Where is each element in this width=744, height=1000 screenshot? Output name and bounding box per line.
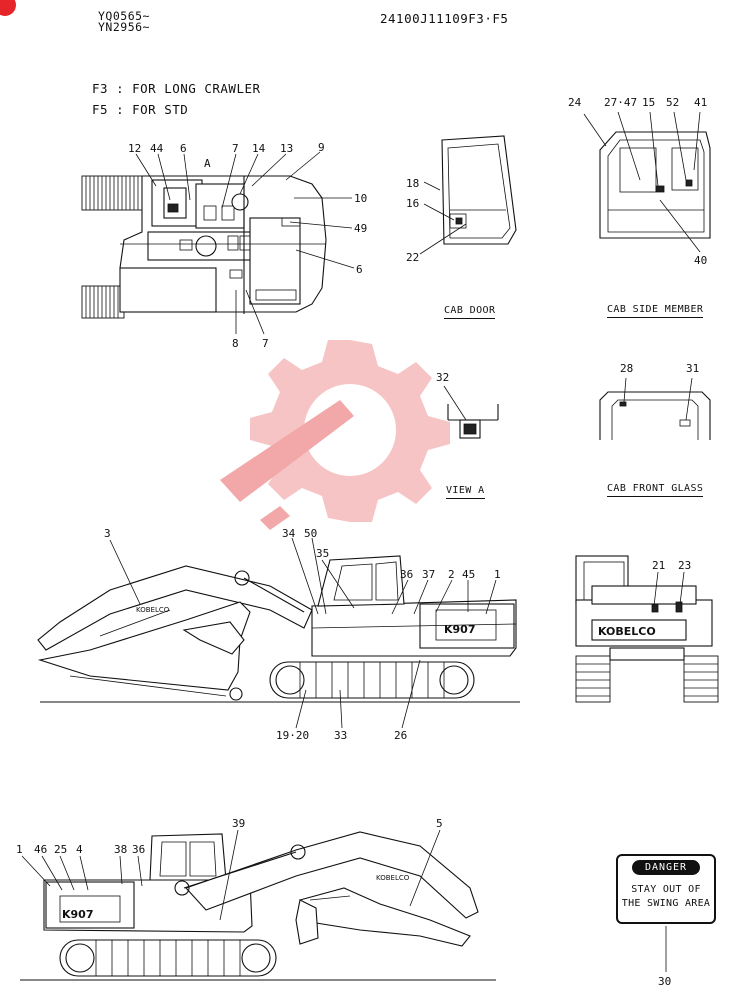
callout-rs-2: 2: [448, 568, 455, 581]
danger-header: DANGER: [632, 860, 700, 875]
danger-line-2: THE SWING AREA: [621, 898, 711, 909]
callout-rs-33: 33: [334, 729, 348, 742]
callout-top-49: 49: [354, 222, 368, 235]
callout-top-12: 12: [128, 142, 142, 155]
callout-rs-34: 34: [282, 527, 296, 540]
callout-top-9: 9: [318, 141, 325, 154]
callout-top-13: 13: [280, 142, 294, 155]
callout-rs-26: 26: [394, 729, 408, 742]
note-f3: F3 : FOR LONG CRAWLER: [92, 81, 261, 96]
danger-decal: DANGER STAY OUT OF THE SWING AREA: [616, 854, 716, 924]
callout-ls-39: 39: [232, 817, 246, 830]
callout-rs-1: 1: [494, 568, 501, 581]
callout-top-44: 44: [150, 142, 164, 155]
cab-front-glass-drawing: [599, 377, 711, 440]
callout-rs-50: 50: [304, 527, 318, 540]
part-number: 24100J11109F3·F5: [380, 11, 509, 26]
callout-side-52: 52: [666, 96, 680, 109]
view-marker-a: A: [204, 157, 211, 170]
caption-cab-front-glass: CAB FRONT GLASS: [607, 482, 704, 497]
callout-door-16: 16: [406, 197, 420, 210]
callout-rs-19-20: 19·20: [276, 729, 310, 742]
serial-range-2: YN2956~: [98, 20, 150, 34]
callout-side-15: 15: [642, 96, 656, 109]
callout-rear-23: 23: [678, 559, 692, 572]
top-view-drawing: [81, 175, 327, 319]
svg-text:K907: K907: [444, 623, 476, 636]
rear-view-drawing: KOBELCO: [575, 555, 719, 703]
cab-door-drawing: [419, 135, 517, 255]
callout-rs-36: 36: [400, 568, 414, 581]
callout-top-7b: 7: [262, 337, 269, 350]
serial-range-1: YQ0565~: [98, 9, 150, 23]
callout-glass-31: 31: [686, 362, 700, 375]
callout-door-18: 18: [406, 177, 420, 190]
callout-rs-35: 35: [316, 547, 330, 560]
callout-top-7: 7: [232, 142, 239, 155]
cab-side-member-drawing: [583, 111, 711, 253]
corner-badge-icon: [0, 0, 16, 16]
callout-ls-5: 5: [436, 817, 443, 830]
callout-side-40: 40: [694, 254, 708, 267]
caption-cab-door: CAB DOOR: [444, 304, 496, 319]
callout-top-6: 6: [180, 142, 187, 155]
danger-line-1: STAY OUT OF: [631, 884, 701, 895]
callout-side-41: 41: [694, 96, 708, 109]
callout-ls-36: 36: [132, 843, 146, 856]
callout-ls-46: 46: [34, 843, 48, 856]
caption-cab-side-member: CAB SIDE MEMBER: [607, 303, 704, 318]
callout-top-6b: 6: [356, 263, 363, 276]
view-a-drawing: [443, 385, 499, 439]
callout-glass-28: 28: [620, 362, 634, 375]
callout-top-8: 8: [232, 337, 239, 350]
right-side-view-drawing: KOBELCO K907: [37, 555, 520, 703]
callout-ls-4: 4: [76, 843, 83, 856]
callout-top-14: 14: [252, 142, 266, 155]
gear-wrench-watermark-icon: [220, 340, 450, 530]
left-side-view-drawing: K907 KOBELCO: [20, 829, 496, 981]
callout-ls-1: 1: [16, 843, 23, 856]
right-side-leaders: [109, 537, 497, 729]
callout-side-27-47: 27·47: [604, 96, 638, 109]
callout-ls-38: 38: [114, 843, 128, 856]
callout-ls-25: 25: [54, 843, 68, 856]
caption-view-a: VIEW A: [446, 484, 485, 499]
callout-view-a-32: 32: [436, 371, 450, 384]
callout-door-22: 22: [406, 251, 420, 264]
callout-rs-37: 37: [422, 568, 436, 581]
callout-danger-30: 30: [658, 975, 672, 988]
svg-text:KOBELCO: KOBELCO: [136, 606, 170, 614]
top-view-leaders: [135, 151, 355, 335]
svg-text:KOBELCO: KOBELCO: [376, 874, 410, 882]
callout-rs-3: 3: [104, 527, 111, 540]
note-f5: F5 : FOR STD: [92, 102, 189, 117]
callout-rs-45: 45: [462, 568, 476, 581]
callout-side-24: 24: [568, 96, 582, 109]
callout-top-10: 10: [354, 192, 368, 205]
callout-rear-21: 21: [652, 559, 666, 572]
svg-text:KOBELCO: KOBELCO: [598, 625, 656, 638]
svg-text:K907: K907: [62, 908, 94, 921]
